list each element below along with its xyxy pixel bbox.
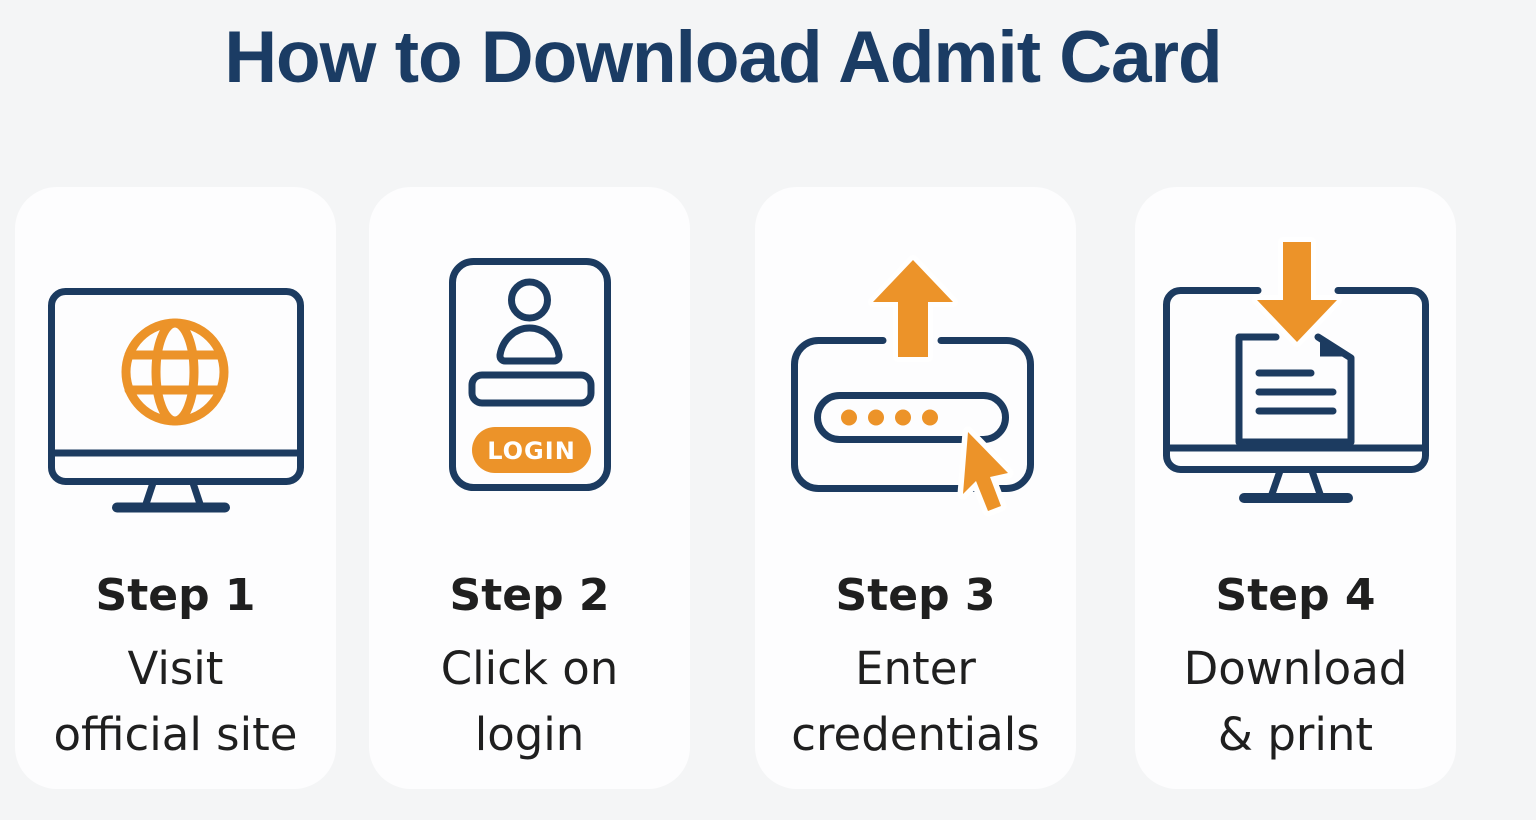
monitor-download-svg [1162, 237, 1429, 503]
step-description-line: & print [1217, 708, 1374, 761]
id-card-frame [448, 258, 611, 491]
step-card-2: LOGIN Step 2 Click on login [369, 187, 690, 789]
monitor-frame [47, 288, 304, 485]
globe-icon [121, 318, 228, 426]
step-description: Download & print [1184, 636, 1408, 768]
step-label: Step 3 [835, 570, 996, 621]
document-fold-corner [1319, 340, 1347, 357]
step-description-line: Click on [440, 642, 619, 695]
step-description-line: login [474, 708, 585, 761]
user-head-icon [507, 278, 551, 322]
page-title: How to Download Admit Card [224, 17, 1222, 98]
login-card-svg: LOGIN [448, 258, 611, 491]
step-card-1: Step 1 Visit official site [15, 187, 336, 789]
login-card-icon: LOGIN [369, 187, 690, 525]
password-upload-icon-card: Step 3 Enter credentials [755, 187, 1076, 789]
document-icon [1235, 333, 1354, 446]
user-shoulders-icon [496, 324, 562, 365]
step-description-line: Enter [855, 642, 976, 695]
step-description: Click on login [441, 636, 619, 768]
down-arrow-icon [1251, 237, 1342, 347]
cursor-icon [957, 426, 1013, 517]
login-button-graphic: LOGIN [471, 427, 591, 473]
login-button-label: LOGIN [487, 437, 576, 465]
step-label: Step 1 [95, 570, 256, 621]
step-description: Enter credentials [791, 636, 1039, 768]
monitor-globe-icon [15, 187, 336, 525]
step-description-line: Download [1183, 642, 1408, 695]
username-field-graphic [468, 371, 594, 407]
login-box-frame [790, 337, 1034, 492]
password-upload-svg [790, 255, 1034, 517]
password-upload-icon [755, 187, 1076, 525]
step-description-line: official site [53, 708, 298, 761]
monitor-document-download-icon [1135, 187, 1456, 525]
step-description: Visit official site [54, 636, 298, 768]
step-description-line: credentials [791, 708, 1040, 761]
step-label: Step 4 [1215, 570, 1376, 621]
step-card-4: Step 4 Download & print [1135, 187, 1456, 789]
monitor-globe-svg [47, 288, 304, 513]
monitor-frame [1162, 287, 1429, 473]
up-arrow-icon [867, 255, 958, 362]
password-field-graphic [813, 392, 1009, 443]
step-label: Step 2 [449, 570, 610, 621]
password-dots [840, 409, 938, 426]
step-description-line: Visit [127, 642, 224, 695]
